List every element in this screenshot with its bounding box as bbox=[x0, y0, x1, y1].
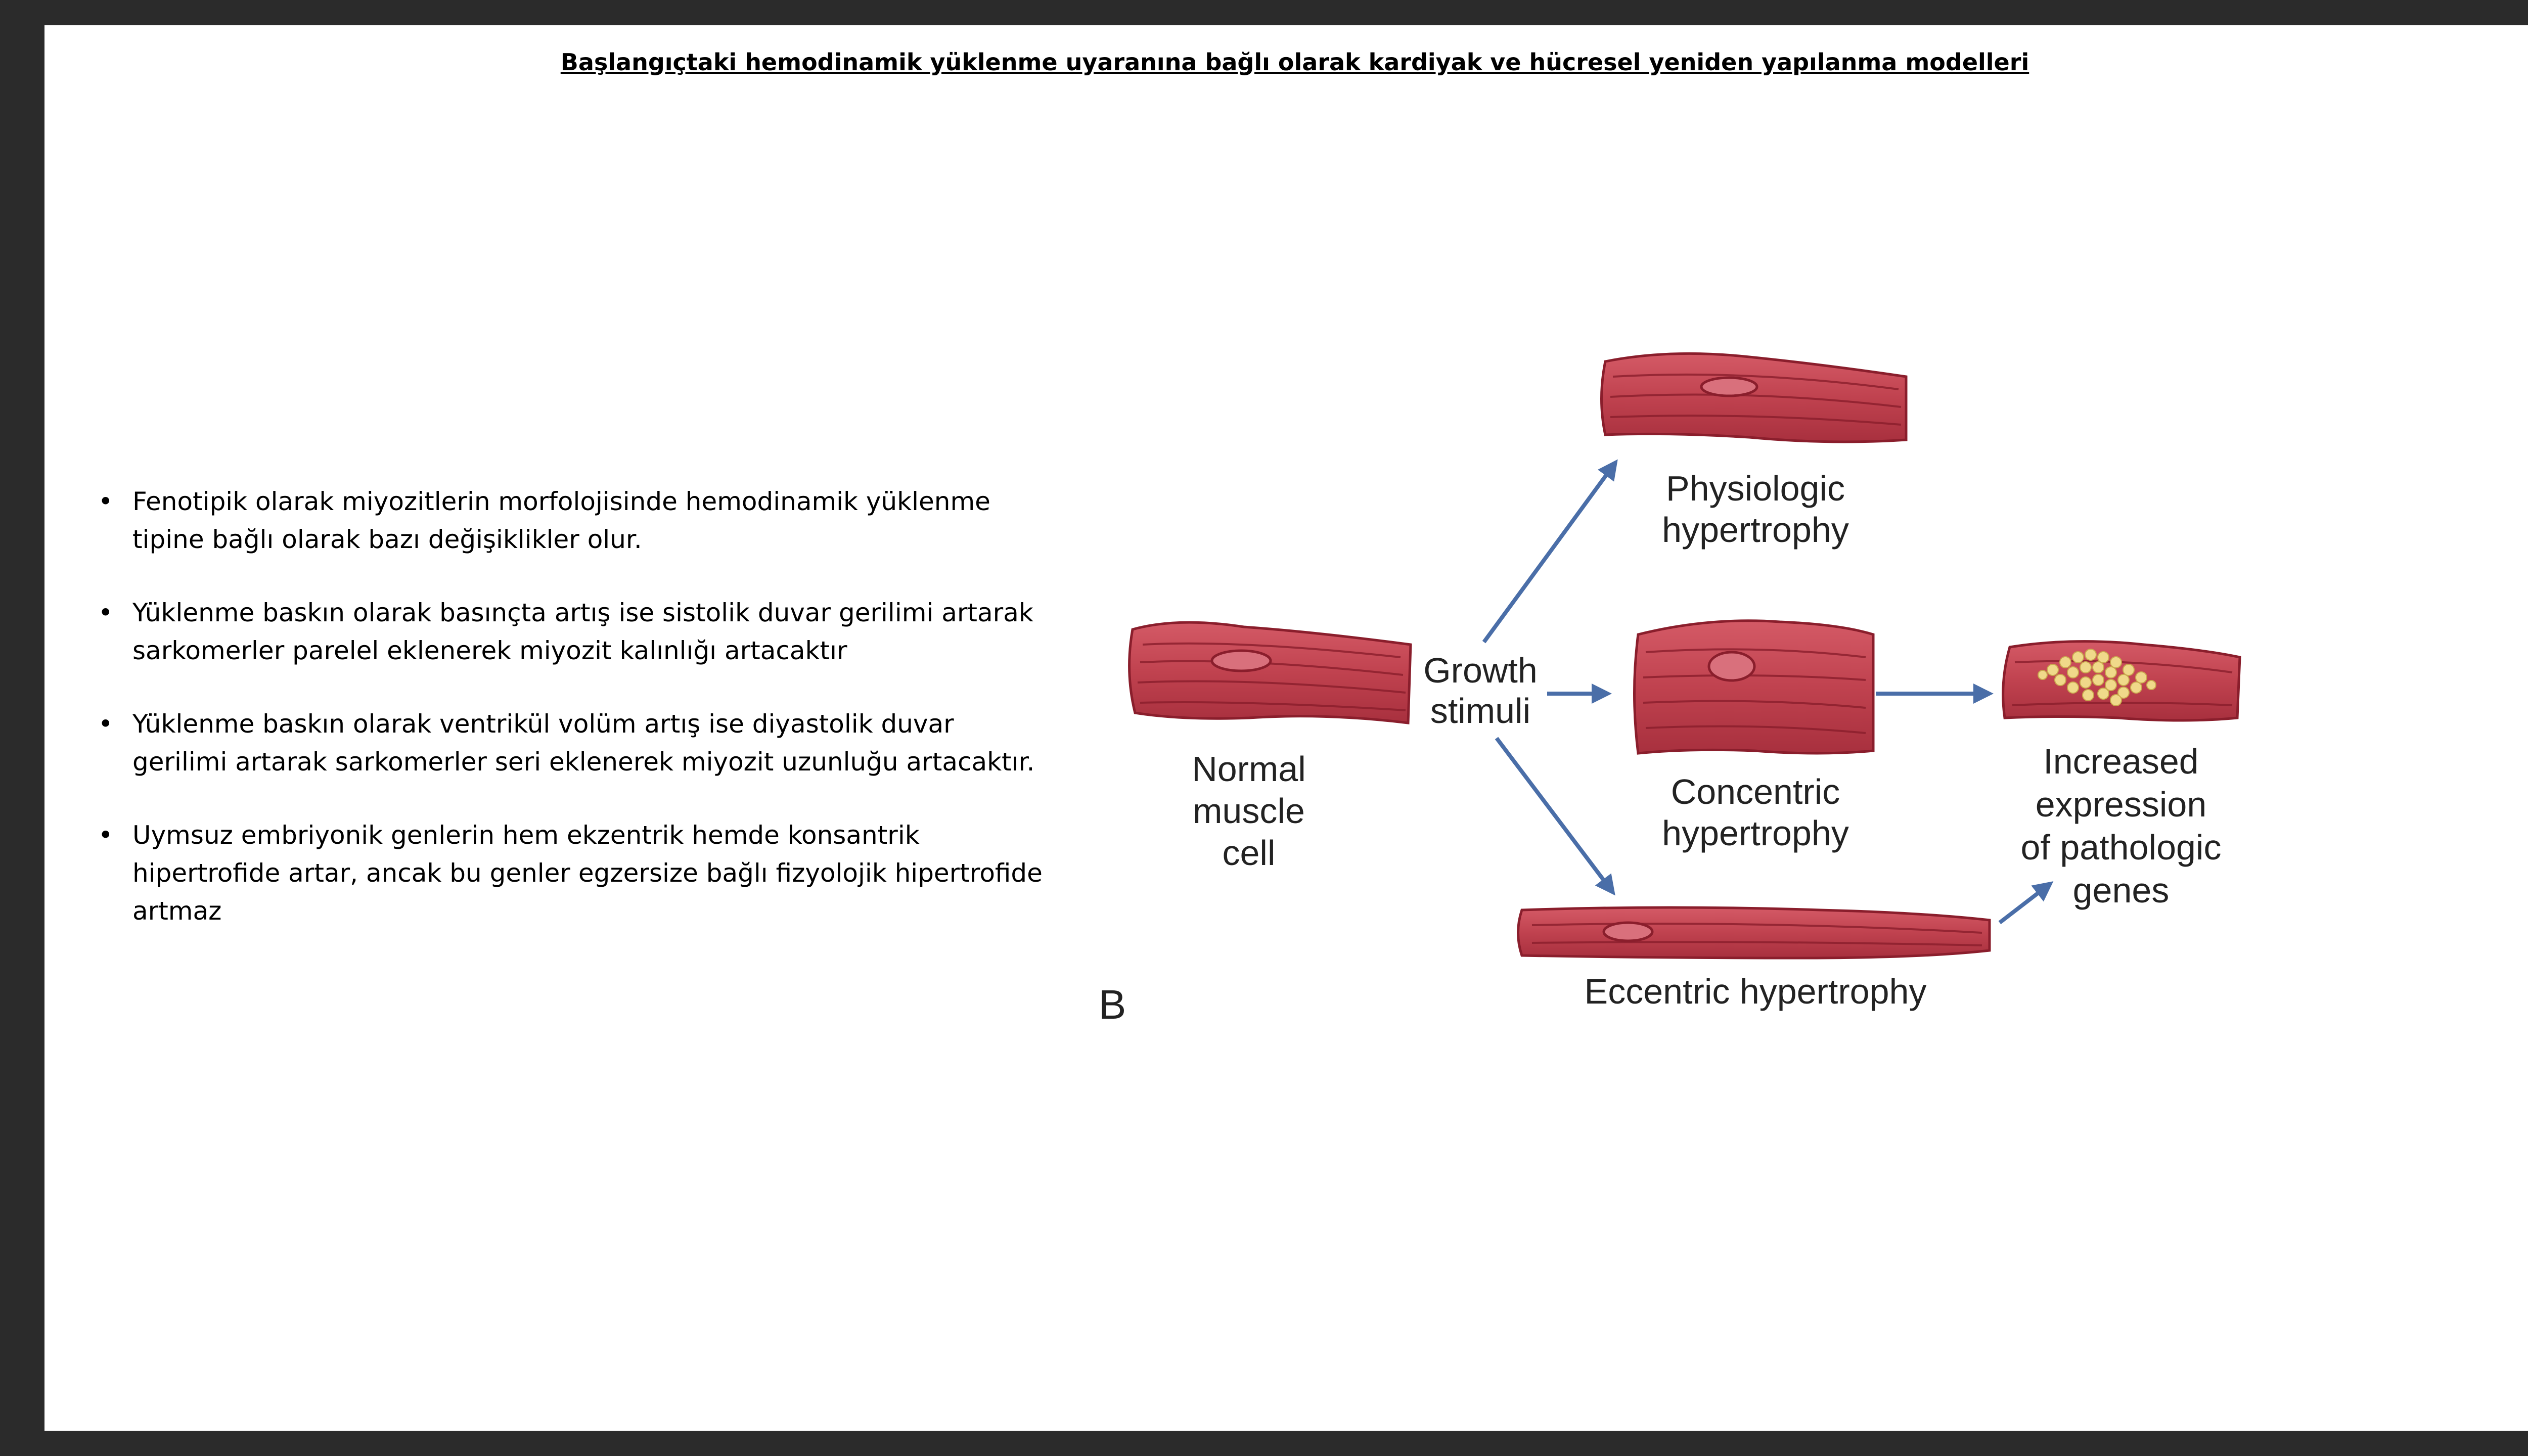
eccentric-label: Eccentric hypertrophy bbox=[1585, 972, 1927, 1011]
slide: Başlangıçtaki hemodinamik yüklenme uyara… bbox=[44, 25, 2528, 1431]
pathologic-label-line: Increased bbox=[2043, 742, 2198, 781]
panel-letter: B bbox=[1099, 982, 1126, 1028]
bullet-item: Uymsuz embriyonik genlerin hem ekzentrik… bbox=[95, 816, 1046, 930]
pathologic-label-line: genes bbox=[2073, 871, 2170, 910]
normal-cell-label-line: cell bbox=[1222, 833, 1275, 873]
concentric-label-line: hypertrophy bbox=[1662, 813, 1849, 853]
pathologic-label-line: of pathologic bbox=[2021, 828, 2222, 867]
concentric-hypertrophy-cell bbox=[1633, 619, 1875, 755]
arrow-to-physiologic bbox=[1482, 459, 1618, 644]
bullet-item: Yüklenme baskın olarak ventrikül volüm a… bbox=[95, 705, 1046, 781]
physiologic-label-line: hypertrophy bbox=[1662, 510, 1849, 550]
gene-expression-dots bbox=[2038, 649, 2156, 706]
physiologic-label-line: Physiologic bbox=[1666, 469, 1845, 508]
bullet-list: Fenotipik olarak miyozitlerin morfolojis… bbox=[95, 483, 1046, 966]
normal-cell-label-line: muscle bbox=[1193, 791, 1305, 831]
physiologic-hypertrophy-cell bbox=[1600, 352, 1908, 443]
eccentric-hypertrophy-cell bbox=[1517, 906, 1991, 960]
arrow-to-eccentric bbox=[1495, 737, 1615, 896]
bullet-item: Fenotipik olarak miyozitlerin morfolojis… bbox=[95, 483, 1046, 559]
slide-title: Başlangıçtaki hemodinamik yüklenme uyara… bbox=[560, 49, 2029, 76]
pathologic-gene-cell bbox=[2002, 640, 2241, 722]
diagram-labels: Normal muscle cell Growth stimuli Physio… bbox=[1099, 469, 2222, 1028]
normal-muscle-cell bbox=[1128, 621, 1412, 724]
growth-stimuli-label-line: Growth bbox=[1423, 651, 1538, 690]
growth-stimuli-label-line: stimuli bbox=[1430, 691, 1530, 731]
bullet-item: Yüklenme baskın olarak basınçta artış is… bbox=[95, 594, 1046, 670]
arrow-eccentric-to-pathologic bbox=[1998, 881, 2054, 925]
arrows bbox=[1482, 459, 2054, 925]
normal-cell-label-line: Normal bbox=[1192, 749, 1306, 789]
pathologic-label-line: expression bbox=[2036, 785, 2207, 824]
concentric-label-line: Concentric bbox=[1671, 772, 1840, 811]
